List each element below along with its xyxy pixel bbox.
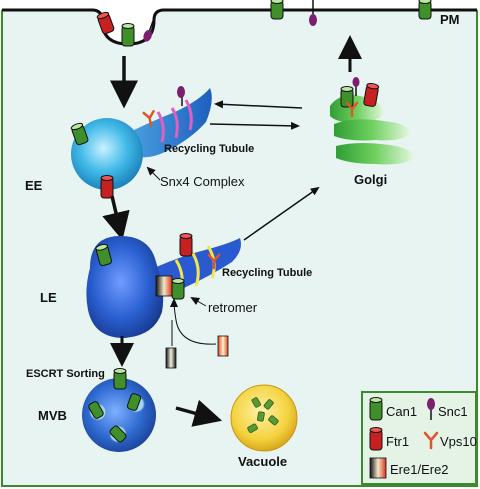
vps10-icon [423,431,439,450]
can1-icon [121,23,135,47]
legend-ftr1: Ftr1 [386,434,409,449]
can1-icon [70,122,89,146]
arrow-ee-to-le [102,195,130,241]
escrt-sorting-label: ESCRT Sorting [26,368,105,380]
recycling-tubule-label-ee: Recycling Tubule [164,143,254,155]
arrow-le-to-golgi [243,186,320,241]
pm-label: PM [440,12,460,27]
snx4-pointer [146,166,161,181]
legend-vps10: Vps10 [440,434,477,449]
golgi-stack [330,95,414,165]
vps10-icon [207,253,221,270]
snc1-icon [309,0,317,26]
legend-snc1: Snc1 [438,404,468,419]
ee-recycling-tubule [130,88,212,158]
le-label: LE [40,290,57,305]
can1-icon [95,243,112,267]
snc1-icon [143,20,154,42]
ftr1-icon [369,427,383,451]
retromer-pointer [190,297,207,307]
ere-icon [155,275,173,297]
ftr1-icon [96,11,115,35]
arrow-golgi-to-ee [214,100,303,109]
legend-can1: Can1 [386,404,417,419]
can1-icon [171,278,185,300]
golgi-label: Golgi [354,172,387,187]
early-endosome [71,118,143,190]
can1-icon [340,86,354,108]
recycling-tubule-label-le: Recycling Tubule [222,267,312,279]
arrow-mvb-to-vacuole [175,399,223,427]
ftr1-icon [100,175,114,199]
ere-icon [165,347,177,369]
snc1-icon [352,77,360,96]
can1-icon [270,0,284,20]
vps10-icon [142,110,155,128]
retromer-label: retromer [208,300,258,315]
vacuole-label: Vacuole [238,454,287,469]
can1-icon [126,393,142,411]
snx4-complex-label: Snx4 Complex [160,174,245,189]
can1-icon [418,0,432,20]
pm-pit-cargo [96,11,154,47]
can1-icon [113,368,127,390]
ee-label: EE [25,178,43,193]
snc1-icon [177,86,185,106]
can1-icon [88,401,104,419]
arrow-ee-to-golgi [209,121,300,130]
can1-icon [369,397,383,421]
snx4-coat-rings [156,99,193,143]
ftr1-icon [179,233,193,257]
ere-icon [369,457,387,479]
legend: Can1 Snc1 Ftr1 Vps10 Ere1/Ere2 [361,391,477,485]
mvb-label: MVB [38,408,67,423]
ere-icon [217,335,229,357]
vps10-icon [345,101,359,118]
ftr1-icon [363,82,380,107]
ere-recruit-arrow [170,298,217,345]
snc1-icon [427,398,435,420]
can1-icon [109,425,127,443]
degraded-cargo [247,397,279,433]
legend-ere: Ere1/Ere2 [390,462,449,477]
